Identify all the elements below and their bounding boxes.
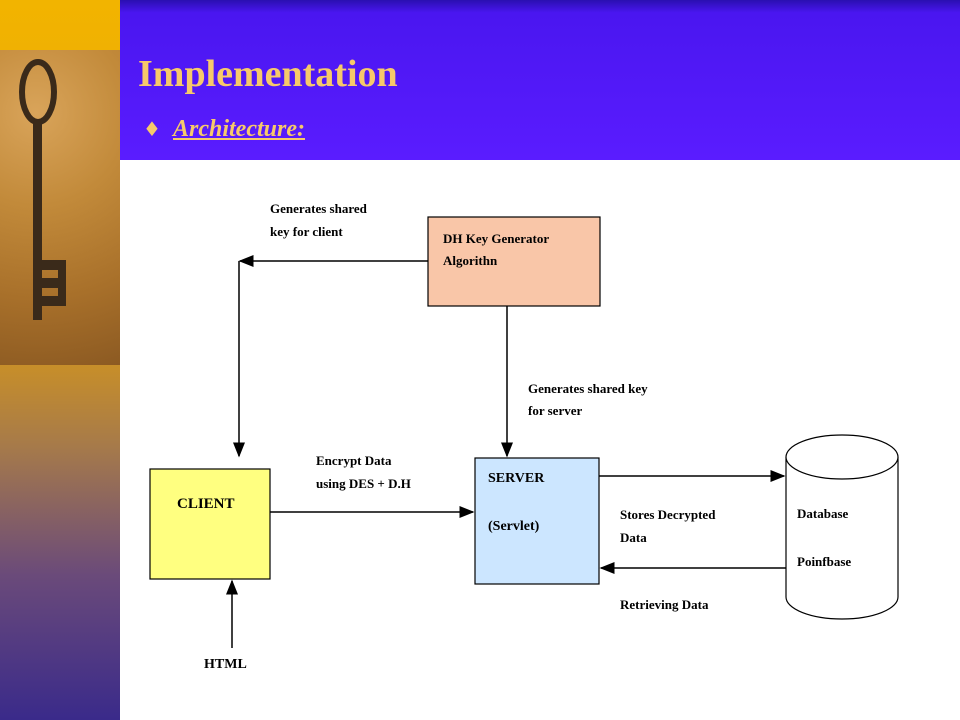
dh-to-client-label-1: Generates shared xyxy=(270,201,368,216)
database-label-2: Poinfbase xyxy=(797,554,851,569)
diamond-bullet-icon: ♦ xyxy=(143,117,161,141)
dh-key-generator-label-2: Algorithn xyxy=(443,253,498,268)
arrow-dh-to-client xyxy=(233,255,428,458)
key-icon xyxy=(19,59,66,320)
dh-to-client-label-2: key for client xyxy=(270,224,343,239)
server-box xyxy=(474,457,600,585)
client-box xyxy=(149,468,271,580)
client-to-server-label-2: using DES + D.H xyxy=(316,476,411,491)
dh-key-generator-label-1: DH Key Generator xyxy=(443,231,549,246)
client-to-server-label-1: Encrypt Data xyxy=(316,453,392,468)
client-label: CLIENT xyxy=(177,496,235,512)
database-label-1: Database xyxy=(797,506,849,521)
dh-to-server-label-1: Generates shared key xyxy=(528,381,648,396)
server-to-database-label-1: Stores Decrypted xyxy=(620,507,716,522)
header-bar xyxy=(120,0,960,160)
slide-title: Implementation xyxy=(138,53,398,95)
server-label-1: SERVER xyxy=(488,471,545,486)
server-to-database-label-2: Data xyxy=(620,530,647,545)
html-label: HTML xyxy=(204,657,247,672)
database-cylinder xyxy=(785,434,899,620)
database-to-server-label: Retrieving Data xyxy=(620,597,709,612)
server-label-2: (Servlet) xyxy=(488,519,540,534)
dh-to-server-label-2: for server xyxy=(528,403,582,418)
antique-key-photo xyxy=(0,50,120,365)
slide-subtitle: Architecture: xyxy=(173,116,305,142)
